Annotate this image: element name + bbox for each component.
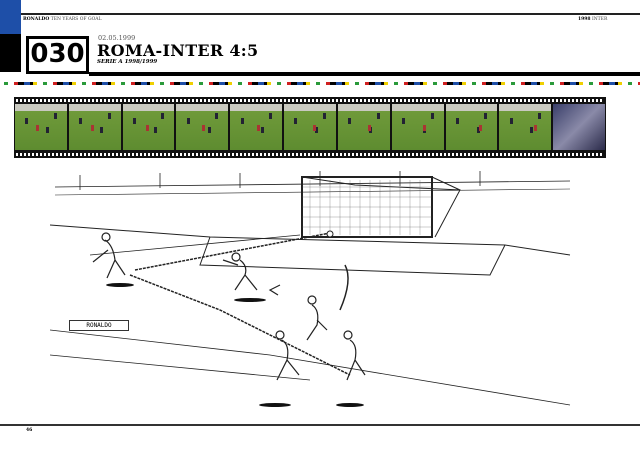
player-figure [207,127,211,133]
player-figure [91,124,95,131]
player-figure [240,117,244,124]
player-figure [476,127,480,133]
running-header-year: 1998 [578,17,591,22]
film-frame [284,104,336,150]
blue-accent-block [0,0,21,34]
player-figure [201,124,205,131]
player-figure [161,113,165,120]
page-number: 46 [26,428,33,433]
player-figure [534,124,538,131]
player-figure [530,127,534,133]
player-figure [215,113,219,120]
film-frame [230,104,283,150]
header-bar [89,72,640,76]
match-date: 02.05.1999 [98,34,136,42]
player-figure [322,113,326,120]
running-header-right: 1998 INTER [578,17,607,22]
player-figure [257,124,261,131]
player-figure [79,117,83,124]
black-accent-block [0,34,21,72]
player-figure [455,117,459,124]
competition: SERIE A 1998/1999 [97,59,158,65]
film-frame [122,104,175,150]
film-frame [176,104,229,150]
player-figure [261,127,265,133]
film-frame [499,104,552,150]
bottom-rule [0,424,640,426]
player-figure [484,113,488,120]
player-figure [46,127,50,133]
player-figure [25,117,29,124]
player-figure [269,113,273,120]
player-figure [153,127,157,133]
player-figure [35,124,39,131]
goal-number: 030 [26,36,89,74]
player-figure [376,113,380,120]
film-perforation-top [16,99,604,102]
player-figure [538,113,542,120]
film-perforation-bottom [16,153,604,156]
player-figure [348,117,352,124]
player-figure [430,113,434,120]
running-header-name: RONALDO [23,17,50,22]
film-frame [337,104,390,150]
match-title: ROMA-INTER 4:5 [97,41,259,60]
player-figure [367,124,371,131]
film-frames [15,104,605,150]
player-figure [294,117,298,124]
running-header-book: TEN YEARS OF GOAL [50,17,102,22]
film-frame [391,104,444,150]
player-figure [99,127,103,133]
player-figure [186,117,190,124]
top-rule [21,13,640,15]
film-frame [445,104,498,150]
player-figure [315,127,319,133]
player-figure [146,124,150,131]
player-label: RONALDO [69,320,129,331]
player-figure [402,117,406,124]
color-dash-rule [0,82,640,85]
player-figure [53,113,57,120]
player-figure [509,117,513,124]
filmstrip [14,97,606,158]
film-frame [68,104,121,150]
running-header-left: RONALDO TEN YEARS OF GOAL [23,17,102,22]
film-frame [15,104,67,150]
player-figure [107,113,111,120]
player-figure [312,124,316,131]
player-figure [478,124,482,131]
running-header-club: INTER [591,17,608,22]
player-figure [423,124,427,131]
film-frame [553,104,605,150]
goal-illustration [50,171,571,407]
player-figure [132,117,136,124]
